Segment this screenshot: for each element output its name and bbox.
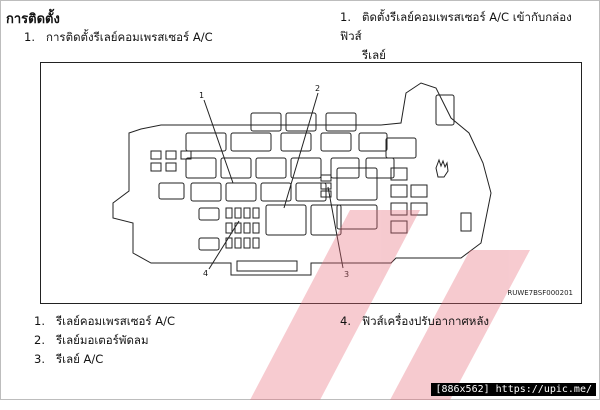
step-right-1: 1.ติดตั้งรีเลย์คอมเพรสเซอร์ A/C เข้ากับก… xyxy=(340,8,590,65)
legend-item: 3. รีเลย์ A/C xyxy=(34,350,175,369)
fuse-box-outline xyxy=(112,82,492,276)
legend-left: 1. รีเลย์คอมเพรสเซอร์ A/C 2. รีเลย์มอเตอร์… xyxy=(34,312,175,369)
fuse-box-diagram xyxy=(112,82,492,276)
callout-4: 4 xyxy=(203,269,209,278)
step-text: การติดตั้งรีเลย์คอมเพรสเซอร์ A/C xyxy=(46,30,213,44)
watermark-mark xyxy=(250,210,530,400)
legend-right: 4. ฟิวส์เครื่องปรับอากาศหลัง xyxy=(340,312,489,331)
upic-badge[interactable]: [886x562] https://upic.me/ xyxy=(431,383,596,396)
legend-number: 3. xyxy=(34,352,45,366)
legend-text: รีเลย์ A/C xyxy=(56,352,104,366)
legend-number: 4. xyxy=(340,314,351,328)
fuse-box-figure: 1 2 3 4 RUWE7BSF000201 xyxy=(40,62,582,304)
legend-number: 1. xyxy=(34,314,45,328)
legend-text: รีเลย์คอมเพรสเซอร์ A/C xyxy=(56,314,176,328)
step-number: 1. xyxy=(340,10,351,24)
legend-item: 4. ฟิวส์เครื่องปรับอากาศหลัง xyxy=(340,312,489,331)
callout-1: 1 xyxy=(199,91,205,100)
step-text-line2: รีเลย์ xyxy=(362,48,386,62)
callout-2: 2 xyxy=(315,84,321,93)
legend-text: ฟิวส์เครื่องปรับอากาศหลัง xyxy=(362,314,490,328)
legend-item: 1. รีเลย์คอมเพรสเซอร์ A/C xyxy=(34,312,175,331)
section-title: การติดตั้ง xyxy=(6,12,60,27)
step-text-line1: ติดตั้งรีเลย์คอมเพรสเซอร์ A/C เข้ากับกล่… xyxy=(340,10,572,43)
legend-item: 2. รีเลย์มอเตอร์พัดลม xyxy=(34,331,175,350)
legend-number: 2. xyxy=(34,333,45,347)
figure-code: RUWE7BSF000201 xyxy=(507,289,573,297)
callout-3: 3 xyxy=(344,270,349,279)
step-number: 1. xyxy=(24,30,35,44)
legend-text: รีเลย์มอเตอร์พัดลม xyxy=(56,333,149,347)
step-left-1: 1. การติดตั้งรีเลย์คอมเพรสเซอร์ A/C xyxy=(24,28,213,47)
